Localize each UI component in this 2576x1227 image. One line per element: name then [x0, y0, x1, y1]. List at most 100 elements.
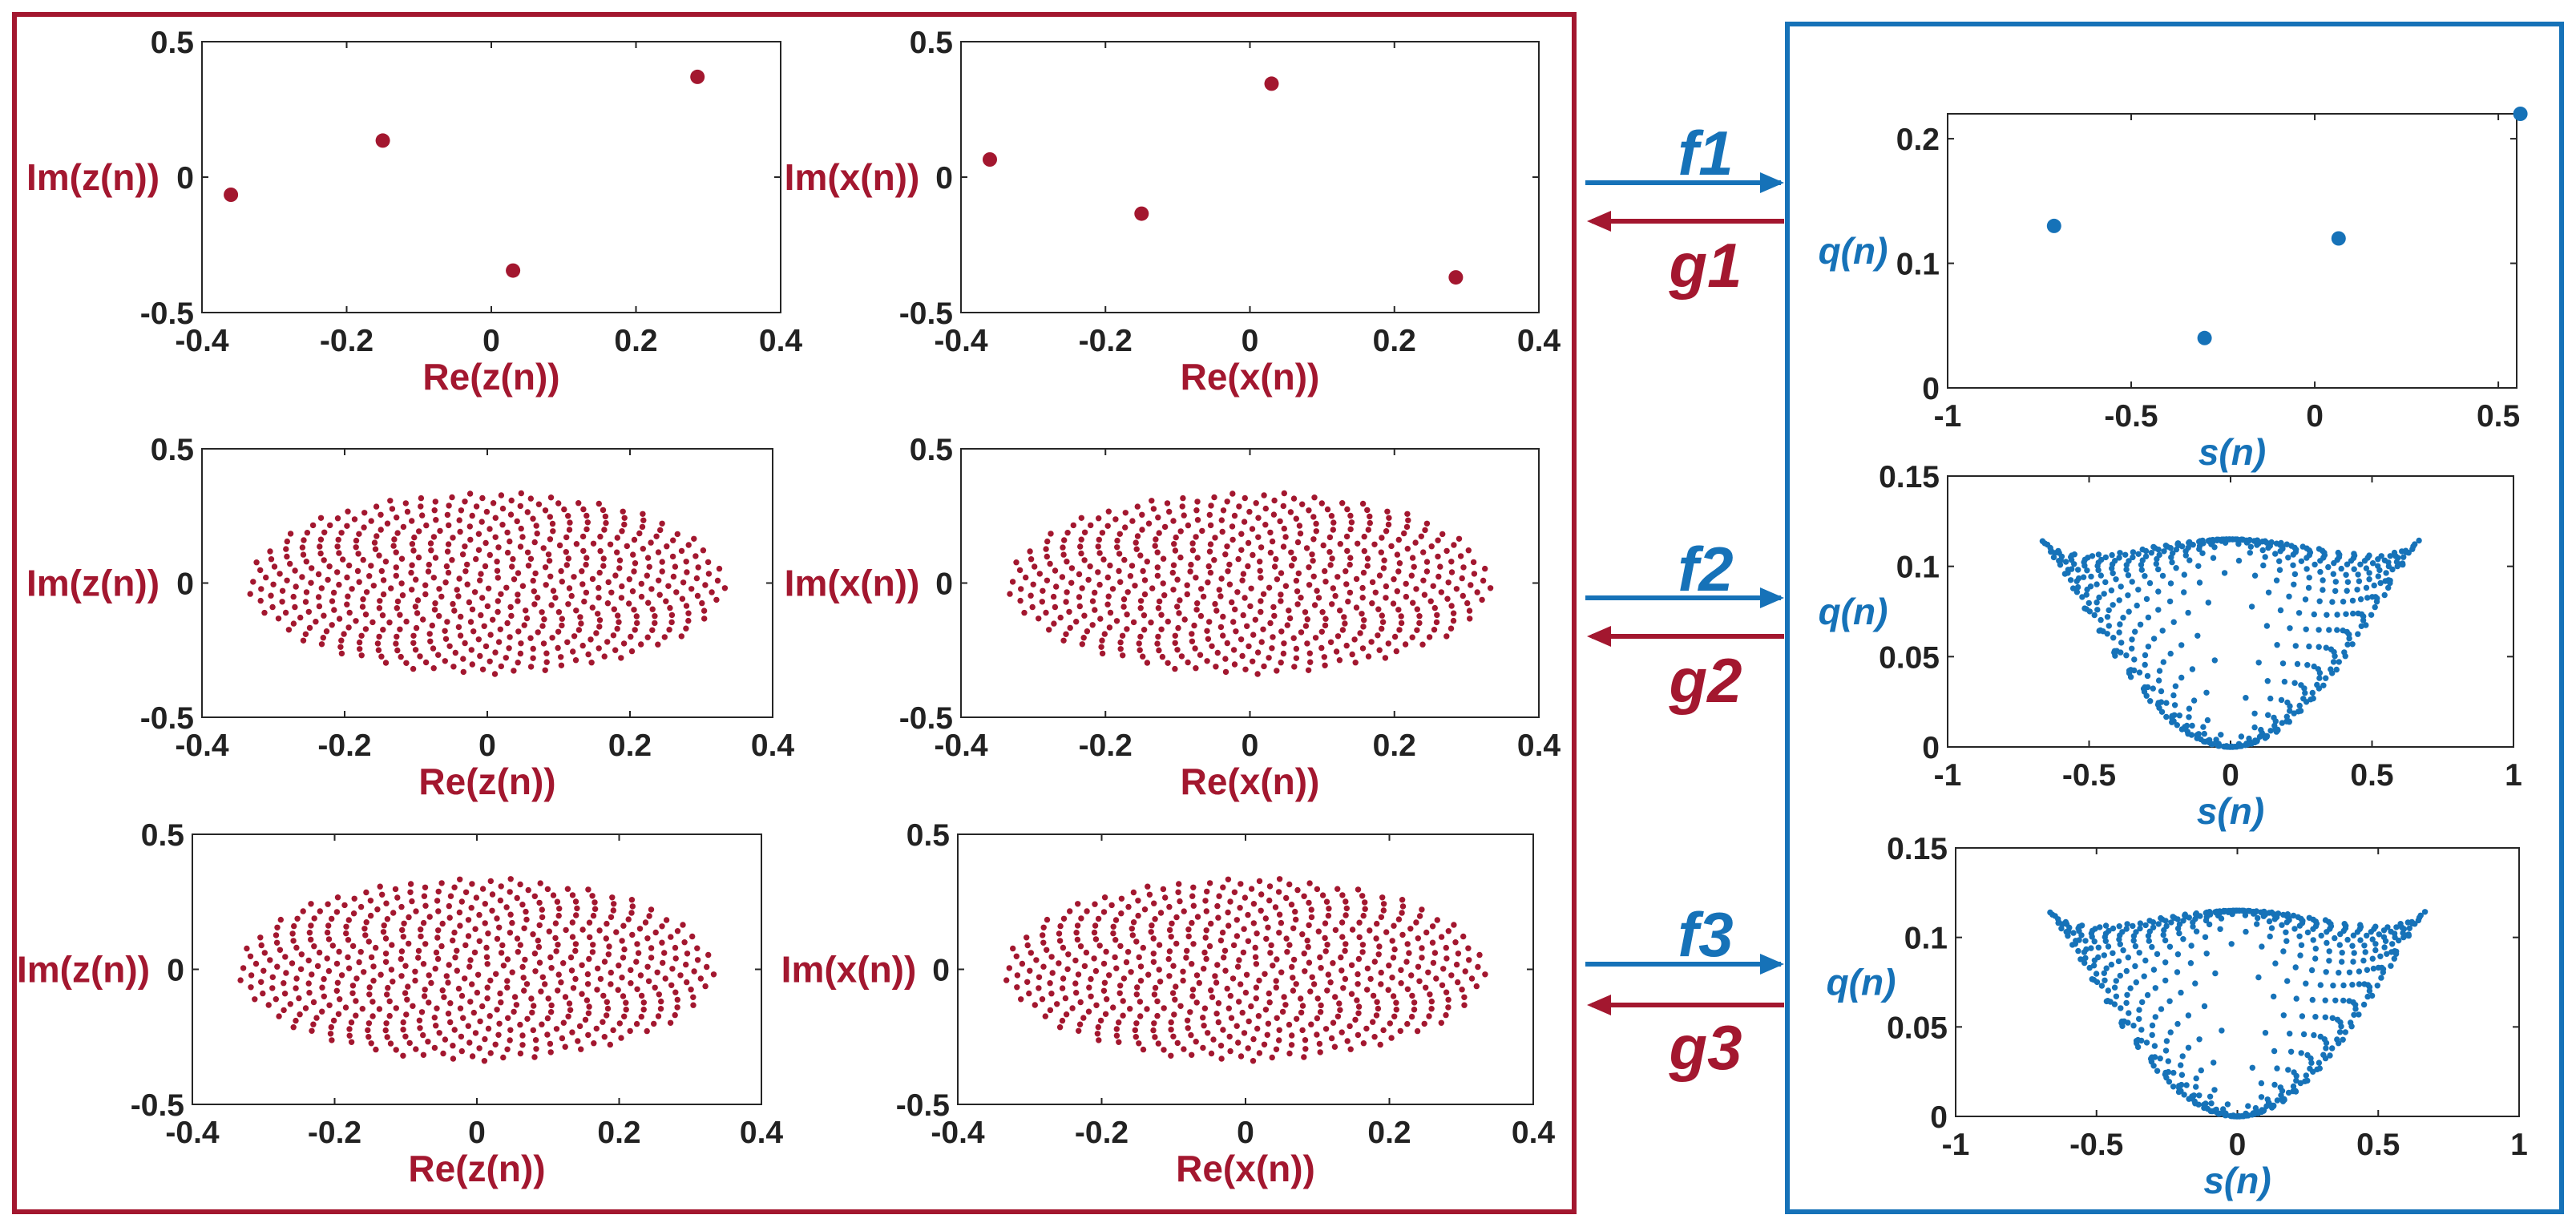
- data-point: [2198, 1067, 2204, 1074]
- data-point: [2196, 1092, 2203, 1099]
- data-point: [2165, 1058, 2171, 1064]
- data-point: [2295, 610, 2303, 616]
- x-tick-label: 0.4: [751, 729, 795, 763]
- data-point: [600, 992, 607, 999]
- data-point: [2220, 907, 2227, 914]
- data-point: [1204, 658, 1210, 664]
- data-point: [2396, 937, 2402, 944]
- data-point: [1389, 975, 1395, 981]
- data-point: [1386, 515, 1392, 521]
- data-point: [1054, 1001, 1060, 1007]
- data-point: [300, 637, 307, 644]
- data-point: [1399, 897, 1406, 903]
- data-point: [584, 971, 592, 978]
- data-point: [2170, 1084, 2177, 1090]
- data-point: [499, 505, 507, 512]
- data-point: [553, 1026, 560, 1032]
- data-point: [2073, 578, 2080, 584]
- data-point: [479, 595, 486, 601]
- data-point: [1266, 883, 1274, 890]
- data-point: [361, 969, 367, 975]
- data-point: [1199, 527, 1205, 535]
- data-point: [1213, 664, 1219, 670]
- data-point: [518, 525, 524, 532]
- data-point: [1078, 515, 1085, 521]
- data-point: [437, 527, 443, 535]
- data-point: [399, 592, 406, 599]
- data-point: [1377, 1041, 1383, 1048]
- data-point: [2044, 541, 2051, 548]
- data-point: [1228, 1015, 1235, 1021]
- data-point: [1332, 926, 1339, 934]
- data-point: [1172, 996, 1178, 1003]
- data-point: [1331, 1043, 1338, 1050]
- data-point: [1453, 961, 1460, 968]
- data-point: [353, 544, 359, 551]
- data-point: [531, 588, 537, 595]
- data-point: [491, 671, 499, 677]
- data-point: [284, 538, 290, 545]
- data-point: [2340, 997, 2347, 1004]
- data-point: [413, 624, 420, 632]
- data-point: [2091, 938, 2098, 945]
- data-point: [1170, 963, 1177, 969]
- x-tick-label: -1: [1934, 399, 1962, 434]
- data-point: [1355, 1031, 1362, 1039]
- data-point: [496, 1020, 503, 1027]
- data-point: [2150, 636, 2158, 642]
- data-point: [681, 939, 688, 946]
- data-point: [1166, 926, 1173, 934]
- y-tick-label: 0.5: [906, 818, 950, 853]
- data-point: [361, 510, 368, 516]
- data-point: [1361, 533, 1367, 540]
- data-point: [2215, 743, 2222, 749]
- data-point: [659, 568, 665, 575]
- data-point: [1051, 620, 1057, 627]
- data-point: [2364, 932, 2370, 939]
- data-point: [2340, 599, 2347, 605]
- data-point: [1269, 1054, 1275, 1061]
- plot-area: [1947, 113, 2517, 389]
- data-point: [2156, 668, 2163, 674]
- data-point: [1161, 1047, 1167, 1053]
- data-point: [2364, 967, 2371, 974]
- data-point: [2129, 579, 2135, 585]
- data-point: [1137, 633, 1144, 640]
- data-point: [634, 941, 640, 947]
- data-point: [2332, 934, 2338, 942]
- data-point: [378, 567, 385, 575]
- data-point: [2163, 713, 2170, 720]
- data-point: [517, 881, 523, 888]
- data-point: [349, 942, 357, 950]
- data-point: [417, 1025, 423, 1031]
- data-point: [382, 660, 390, 666]
- data-point: [579, 991, 585, 997]
- data-point: [450, 1043, 456, 1049]
- data-point: [653, 533, 660, 539]
- data-point: [1256, 878, 1263, 885]
- data-point: [466, 523, 473, 530]
- data-point: [2383, 570, 2389, 576]
- data-point: [1151, 900, 1157, 906]
- data-point: [1174, 1039, 1181, 1047]
- data-point: [349, 990, 356, 997]
- data-point: [553, 948, 559, 955]
- data-point: [539, 609, 545, 616]
- data-point: [397, 626, 403, 632]
- data-point: [1067, 908, 1073, 914]
- data-point: [2280, 1012, 2287, 1019]
- x-tick-label: 0.4: [1517, 729, 1561, 763]
- data-point: [1253, 984, 1260, 991]
- data-point: [520, 975, 527, 981]
- data-point: [1064, 559, 1070, 565]
- data-point: [1313, 528, 1320, 535]
- data-point: [2126, 608, 2132, 615]
- y-tick-label: 0: [1930, 1100, 1948, 1135]
- data-point: [1266, 655, 1272, 661]
- data-point: [2102, 977, 2108, 984]
- data-point: [1306, 507, 1312, 514]
- data-point: [1172, 547, 1179, 554]
- data-point: [2369, 936, 2376, 942]
- data-point: [2147, 698, 2154, 704]
